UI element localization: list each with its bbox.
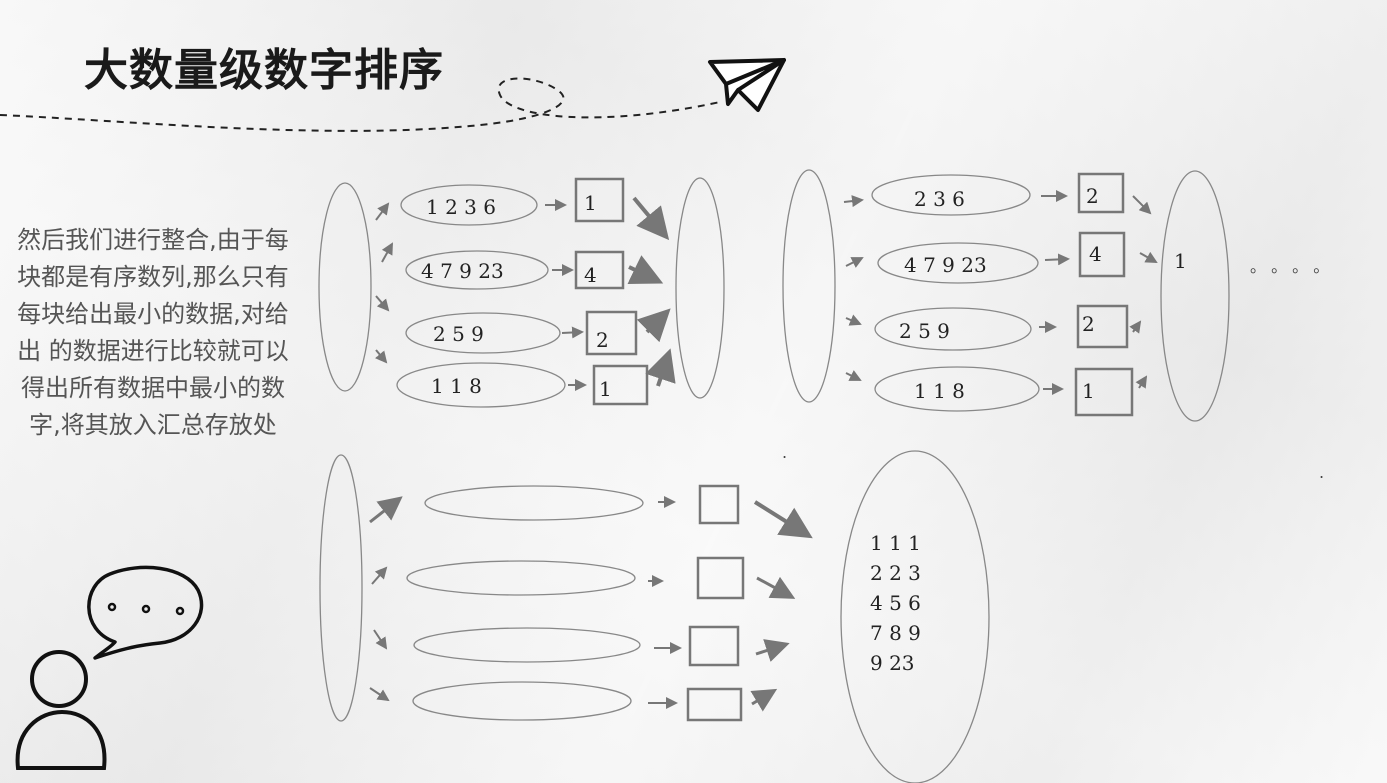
stray-mark: . xyxy=(782,443,787,462)
block-values: 2 3 6 xyxy=(914,187,965,211)
result-value: 1 xyxy=(1174,249,1187,273)
summary-row: 7 8 9 xyxy=(870,621,921,645)
min-value: 1 xyxy=(584,191,597,215)
summary-row: 4 5 6 xyxy=(870,591,921,615)
block-ellipse xyxy=(874,307,1032,351)
min-value: 1 xyxy=(1082,379,1095,403)
block-values: 2 5 9 xyxy=(433,322,484,346)
source-ellipse xyxy=(782,169,836,403)
page-title: 大数量级数字排序 xyxy=(84,45,444,96)
min-box xyxy=(688,625,740,667)
block-ellipse xyxy=(405,250,549,290)
block-ellipse xyxy=(413,627,641,663)
min-box xyxy=(696,556,745,600)
description-text: 然后我们进行整合,由于每块都是有序数列,那么只有每块给出最小的数据,对给出 的数… xyxy=(17,226,289,439)
summary-row: 9 23 xyxy=(870,651,915,675)
block-ellipse xyxy=(406,560,636,596)
block-values: 1 1 8 xyxy=(914,379,965,403)
min-value: 2 xyxy=(1086,184,1099,208)
paper-plane-icon xyxy=(708,58,786,112)
min-value: 2 xyxy=(596,328,609,352)
target-ellipse xyxy=(1160,170,1230,422)
min-box xyxy=(592,364,649,406)
stray-mark: . xyxy=(1319,463,1324,482)
summary-ellipse xyxy=(840,450,990,783)
block-ellipse xyxy=(412,681,632,721)
min-box xyxy=(1074,367,1134,417)
flight-path-decoration xyxy=(0,77,721,132)
block-values: 4 7 9 23 xyxy=(421,259,504,283)
block-ellipse xyxy=(874,366,1040,412)
diagram-step-3: 1 1 1 2 2 3 4 5 6 7 8 9 9 23 xyxy=(319,450,990,783)
block-ellipse xyxy=(424,485,644,521)
person-icon xyxy=(15,650,107,770)
min-value: 4 xyxy=(1089,242,1102,266)
min-box xyxy=(585,310,638,356)
block-ellipse xyxy=(877,242,1039,284)
source-ellipse xyxy=(318,182,372,392)
source-ellipse xyxy=(319,454,363,722)
min-box xyxy=(698,484,740,525)
target-ellipse xyxy=(675,177,725,399)
block-values: 2 5 9 xyxy=(899,319,950,343)
speech-bubble-icon xyxy=(87,565,204,660)
summary-row: 1 1 1 xyxy=(870,531,921,555)
min-value: 2 xyxy=(1082,312,1095,336)
min-value: 1 xyxy=(599,377,612,401)
min-box xyxy=(1077,172,1125,214)
min-value: 4 xyxy=(584,263,597,287)
block-values: 1 2 3 6 xyxy=(426,195,496,219)
block-ellipse xyxy=(405,312,561,354)
min-box xyxy=(574,250,625,290)
min-box xyxy=(574,177,625,223)
block-values: 1 1 8 xyxy=(431,374,482,398)
min-box xyxy=(1078,231,1126,278)
block-ellipse xyxy=(400,184,538,226)
summary-row: 2 2 3 xyxy=(870,561,921,585)
diagram-step-2: 2 3 6 4 7 9 23 2 5 9 1 1 8 2 4 2 1 1 。 。… xyxy=(782,169,1329,422)
block-values: 4 7 9 23 xyxy=(904,253,987,277)
min-box xyxy=(686,687,743,722)
diagram-step-1: 1 2 3 6 4 7 9 23 2 5 9 1 1 8 1 4 2 1 xyxy=(318,177,725,408)
block-ellipse xyxy=(396,362,566,408)
min-box xyxy=(1076,304,1129,349)
block-ellipse xyxy=(871,174,1031,216)
ellipsis-dots: 。 。 。 。 xyxy=(1250,257,1329,276)
